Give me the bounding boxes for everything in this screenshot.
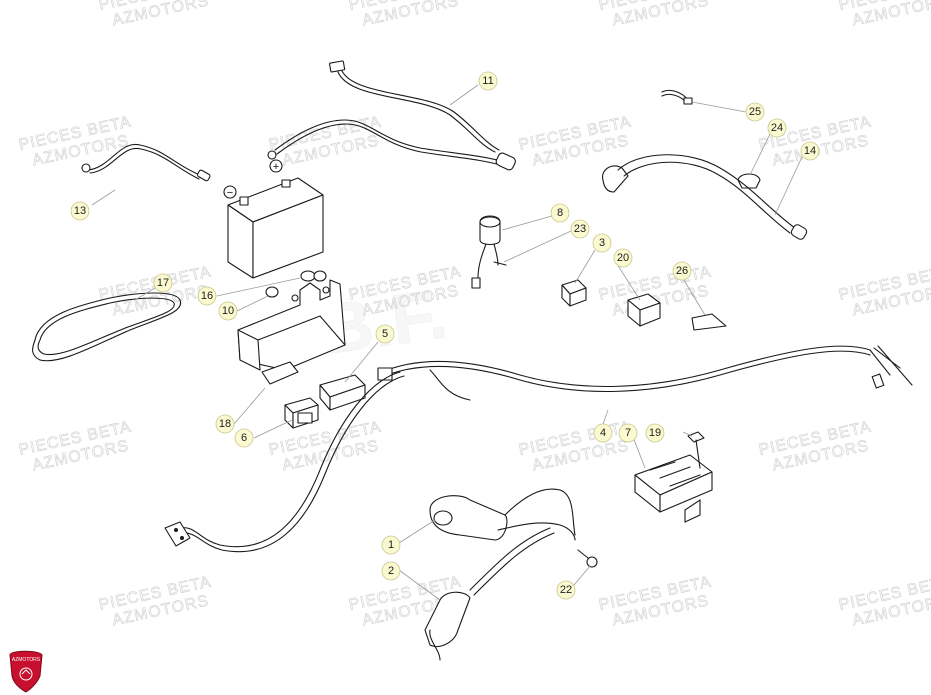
callout-1: 1 xyxy=(381,535,401,555)
callout-4: 4 xyxy=(593,423,613,443)
callout-25: 25 xyxy=(745,102,765,122)
strap-17 xyxy=(32,292,182,362)
callout-3: 3 xyxy=(592,233,612,253)
relay-20 xyxy=(627,293,661,327)
svg-text:25: 25 xyxy=(749,106,761,118)
svg-text:8: 8 xyxy=(557,207,563,219)
leader-lines xyxy=(91,84,803,601)
svg-text:1: 1 xyxy=(388,539,394,551)
svg-text:11: 11 xyxy=(482,75,493,87)
bolt-19 xyxy=(687,431,705,469)
svg-text:19: 19 xyxy=(649,427,661,439)
callout-24: 24 xyxy=(767,118,787,138)
callout-26: 26 xyxy=(672,261,692,281)
svg-text:−: − xyxy=(227,187,233,199)
callout-11: 11 xyxy=(478,71,498,91)
callout-22: 22 xyxy=(556,580,576,600)
svg-text:22: 22 xyxy=(560,584,572,596)
svg-text:7: 7 xyxy=(625,427,631,439)
callout-7: 7 xyxy=(618,423,638,443)
callouts: 11 13 17 16 10 18 6 5 8 23 3 20 26 25 24… xyxy=(70,71,820,600)
callout-16: 16 xyxy=(197,286,217,306)
ground-cable-13 xyxy=(81,143,211,182)
azmotors-logo: AZMOTORS xyxy=(9,650,43,693)
svg-text:6: 6 xyxy=(241,432,247,444)
spark-plug-cap-2 xyxy=(424,527,555,661)
callout-2: 2 xyxy=(381,561,401,581)
callout-8: 8 xyxy=(550,203,570,223)
callout-10: 10 xyxy=(218,301,238,321)
svg-text:14: 14 xyxy=(804,145,816,157)
svg-text:2: 2 xyxy=(388,565,394,577)
svg-text:17: 17 xyxy=(157,277,169,289)
nut-10 xyxy=(265,286,279,298)
main-harness-4 xyxy=(164,345,913,553)
svg-text:16: 16 xyxy=(201,290,213,302)
svg-text:AZMOTORS: AZMOTORS xyxy=(12,657,41,663)
svg-text:23: 23 xyxy=(574,223,586,235)
svg-text:26: 26 xyxy=(676,265,688,277)
callout-20: 20 xyxy=(613,248,633,268)
svg-text:13: 13 xyxy=(74,205,86,217)
svg-text:10: 10 xyxy=(222,305,234,317)
nut-16 xyxy=(300,270,327,282)
svg-text:20: 20 xyxy=(617,252,629,264)
battery-tray-18 xyxy=(237,279,346,385)
clip-26 xyxy=(691,313,727,331)
clip-24 xyxy=(737,173,761,189)
svg-text:5: 5 xyxy=(382,328,388,340)
ignition-coil-1 xyxy=(429,488,576,541)
svg-text:18: 18 xyxy=(219,418,231,430)
regulator-7 xyxy=(634,454,713,523)
fuse-holder-8 xyxy=(471,215,507,289)
svg-text:+: + xyxy=(273,161,279,173)
cable-14 xyxy=(601,154,808,240)
svg-text:24: 24 xyxy=(771,122,783,134)
relay-5 xyxy=(319,374,366,411)
relay-6 xyxy=(284,397,319,429)
callout-23: 23 xyxy=(570,219,590,239)
svg-text:4: 4 xyxy=(600,427,606,439)
callout-13: 13 xyxy=(70,201,90,221)
callout-14: 14 xyxy=(800,141,820,161)
positive-cable-11 xyxy=(267,60,516,171)
callout-17: 17 xyxy=(153,273,173,293)
callout-18: 18 xyxy=(215,414,235,434)
callout-6: 6 xyxy=(234,428,254,448)
screw-22 xyxy=(577,549,598,568)
relay-3 xyxy=(561,279,587,307)
svg-text:3: 3 xyxy=(599,237,605,249)
callout-5: 5 xyxy=(375,324,395,344)
battery: − + xyxy=(223,159,324,279)
callout-19: 19 xyxy=(645,423,665,443)
connector-25 xyxy=(661,89,693,105)
